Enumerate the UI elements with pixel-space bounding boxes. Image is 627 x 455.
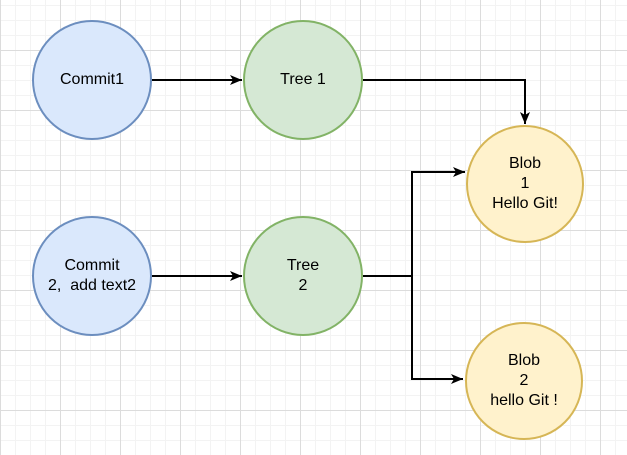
edge-tree2-to-blob2[interactable] bbox=[363, 275, 463, 384]
node-label-line: Blob bbox=[507, 352, 541, 369]
node-label-line: 1 bbox=[520, 175, 530, 192]
node-tree1[interactable]: Tree 1 bbox=[243, 20, 363, 140]
node-commit1[interactable]: Commit1 bbox=[32, 20, 152, 140]
node-label-line: Hello Git! bbox=[492, 195, 558, 212]
node-label-line: 2 bbox=[519, 372, 529, 389]
node-tree2[interactable]: Tree 2 bbox=[243, 216, 363, 336]
node-label-line: 2 bbox=[298, 277, 308, 294]
edge-tree2-to-blob1[interactable] bbox=[363, 167, 465, 277]
node-label-line: Commit bbox=[64, 257, 120, 274]
node-label-line: Commit1 bbox=[59, 71, 124, 88]
edge-tree1-to-blob1[interactable] bbox=[363, 79, 530, 124]
node-label-line: Tree 1 bbox=[280, 71, 326, 88]
node-label-line: 2, add text2 bbox=[47, 277, 137, 294]
node-label-line: hello Git ! bbox=[490, 392, 558, 409]
node-commit2[interactable]: Commit 2, add text2 bbox=[32, 216, 152, 336]
node-label-line: Blob bbox=[508, 155, 542, 172]
node-blob1[interactable]: Blob 1 Hello Git! bbox=[466, 125, 584, 243]
node-label-line: Tree bbox=[286, 257, 320, 274]
node-blob2[interactable]: Blob 2 hello Git ! bbox=[465, 322, 583, 440]
